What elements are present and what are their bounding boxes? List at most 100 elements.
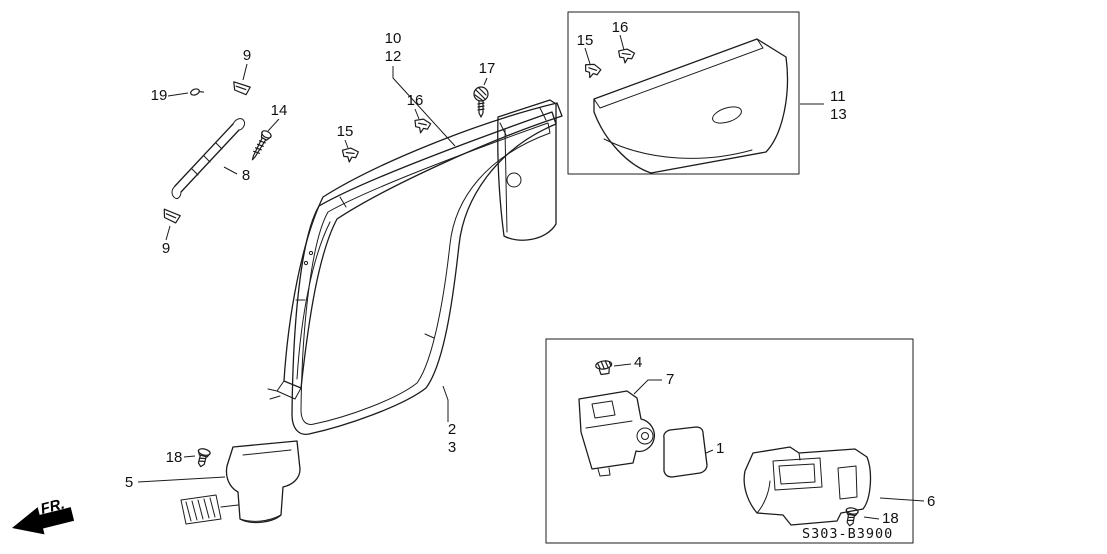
- leader-16-box: [619, 34, 625, 51]
- bracket-7-part: [578, 390, 656, 477]
- callout-group-16-main: 16: [407, 92, 432, 136]
- center-pillar-inner-line: [504, 129, 508, 233]
- grommet-4-part: [594, 359, 614, 376]
- seal-inner-outline: [300, 122, 551, 425]
- clip-9-bottom-part: [161, 208, 182, 225]
- garnish-inner-contour: [603, 138, 753, 159]
- callout-group-4: 4: [594, 354, 642, 376]
- callout-9-bottom: 9: [162, 240, 170, 257]
- callout-1: 1: [716, 440, 724, 457]
- callout-15-box: 15: [577, 32, 594, 49]
- leader-6: [879, 497, 925, 502]
- leader-8: [223, 166, 238, 175]
- bracket-7-details: [585, 400, 633, 477]
- diagram-part-code: S303-B3900: [802, 526, 893, 542]
- pocket-6-outline: [743, 446, 872, 526]
- center-pillar-garnish-outline: [497, 99, 557, 241]
- callout-group-18-right: 18: [843, 506, 899, 528]
- callout-group-14: 14: [247, 102, 288, 163]
- leader-15-main: [344, 139, 349, 149]
- clip-15-box-part: [581, 61, 603, 81]
- leader-14: [267, 118, 280, 132]
- lower-pocket-6-part: [743, 446, 872, 526]
- callout-11: 11: [830, 88, 846, 105]
- garnish-clip-mark: [303, 260, 309, 266]
- front-pillar-garnish-outline: [283, 102, 563, 389]
- leader-9-top: [242, 63, 248, 81]
- leader-7: [633, 379, 662, 395]
- cowl-trim-grille: [180, 494, 239, 525]
- detail-box-frame-2: [545, 338, 914, 544]
- callout-group-17: 17: [473, 60, 496, 118]
- clip-16-main-part: [412, 116, 432, 136]
- clip-9-top-part: [231, 81, 252, 96]
- clip-19-part: [189, 86, 205, 97]
- callout-5: 5: [125, 474, 133, 491]
- callout-group-10-12: 10 12: [385, 30, 456, 147]
- leader-5: [137, 476, 226, 483]
- callout-4: 4: [634, 354, 642, 371]
- callout-10: 10: [385, 30, 402, 47]
- callout-group-15-main: 15: [337, 123, 360, 164]
- front-direction-marker: FR.: [12, 496, 75, 535]
- garnish-hole: [712, 106, 742, 124]
- callout-9-top: 9: [243, 47, 251, 64]
- lid-1-outline: [663, 426, 708, 478]
- leader-2-3: [442, 385, 449, 422]
- callout-16-box: 16: [612, 19, 629, 36]
- callout-group-9-top: 9: [231, 47, 252, 96]
- callout-group-1: 1: [705, 440, 724, 457]
- pillar-strip-8-part: [171, 118, 245, 199]
- quarter-pillar-garnish-edge: [593, 38, 764, 109]
- leader-9-bottom: [165, 225, 171, 241]
- callout-8: 8: [242, 167, 250, 184]
- screw-14-part: [247, 128, 273, 163]
- callout-19: 19: [151, 87, 168, 104]
- leader-18-left: [183, 455, 196, 458]
- clip-16-box-part: [616, 47, 636, 65]
- leader-4: [613, 363, 632, 367]
- quarter-pillar-garnish-part: [593, 38, 789, 174]
- leader-17: [483, 77, 488, 86]
- leader-16-main: [414, 108, 420, 120]
- leader-15-box: [584, 47, 591, 65]
- front-direction-label: FR.: [39, 496, 67, 518]
- callout-17: 17: [479, 60, 496, 77]
- callout-group-5: 5: [125, 474, 226, 491]
- leader-10-12: [392, 66, 456, 147]
- strip-8-edges: [174, 123, 240, 193]
- bracket-7-outline: [578, 390, 656, 470]
- callout-group-9-bottom: 9: [161, 208, 182, 257]
- callout-2: 2: [448, 421, 456, 438]
- leader-1: [705, 449, 714, 454]
- callout-7: 7: [666, 371, 674, 388]
- screw-17-part: [473, 86, 489, 118]
- seal-tick-marks: [295, 196, 435, 339]
- callout-14: 14: [271, 102, 288, 119]
- callout-group-11-13: 11 13: [800, 88, 847, 123]
- strip-8-end-caps: [171, 118, 245, 199]
- callout-13: 13: [830, 106, 847, 123]
- front-arrow-icon: [12, 507, 75, 535]
- detail-box-frame: [567, 11, 800, 175]
- callout-16-main: 16: [407, 92, 424, 109]
- leader-19: [167, 92, 189, 97]
- center-pillar-garnish-part: [497, 99, 557, 241]
- lower-trim-detail-box: 4 7 1 18: [545, 338, 914, 544]
- cowl-side-trim-part: [180, 440, 301, 525]
- callout-group-19: 19: [151, 86, 205, 104]
- callout-6: 6: [927, 493, 935, 510]
- quarter-pillar-garnish-outline: [593, 38, 789, 174]
- cowl-trim-details: [239, 449, 292, 522]
- clip-15-main-part: [340, 146, 360, 164]
- lid-1-part: [663, 426, 708, 478]
- callout-18-right: 18: [882, 510, 899, 527]
- cowl-trim-outline: [225, 440, 301, 524]
- pocket-6-details: [756, 452, 858, 514]
- callout-group-7: 7: [633, 371, 674, 395]
- front-pillar-garnish-foot: [267, 380, 302, 400]
- callout-15-main: 15: [337, 123, 354, 140]
- callout-group-6: 6: [879, 493, 935, 510]
